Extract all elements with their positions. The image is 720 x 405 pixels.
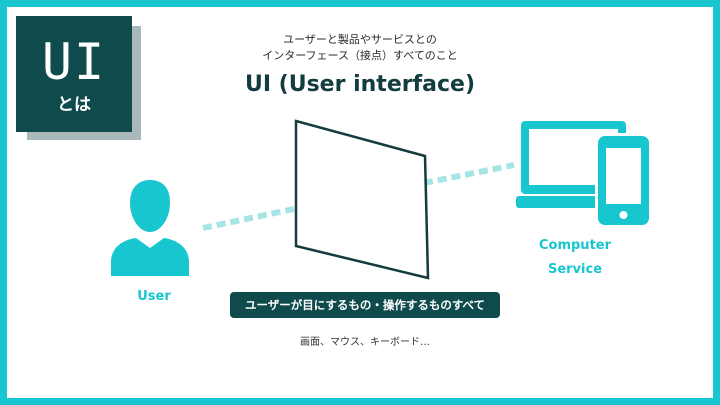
examples-text: 画面、マウス、キーボード… xyxy=(300,337,430,348)
subtitle-line-2: インターフェース（接点）すべてのこと xyxy=(262,49,458,62)
interface-panel xyxy=(294,119,430,280)
title-badge: UI とは xyxy=(16,16,132,132)
computer-label-line-1: Computer xyxy=(538,238,612,253)
computer-label-line-2: Service xyxy=(547,262,603,277)
user-icon xyxy=(111,180,189,276)
user-label: User xyxy=(137,289,171,304)
computer-connector-line xyxy=(423,162,515,186)
subtitle: ユーザーと製品やサービスとの インターフェース（接点）すべてのこと xyxy=(210,32,510,64)
caption-pill: ユーザーが目にするもの・操作するものすべて xyxy=(230,292,500,318)
badge-subheading: とは xyxy=(57,95,91,115)
badge-heading: UI xyxy=(41,33,107,91)
page-title: UI (User interface) xyxy=(244,72,476,97)
computer-label: Computer Service xyxy=(520,234,630,282)
smartphone-icon xyxy=(595,133,652,228)
subtitle-line-1: ユーザーと製品やサービスとの xyxy=(283,33,437,46)
